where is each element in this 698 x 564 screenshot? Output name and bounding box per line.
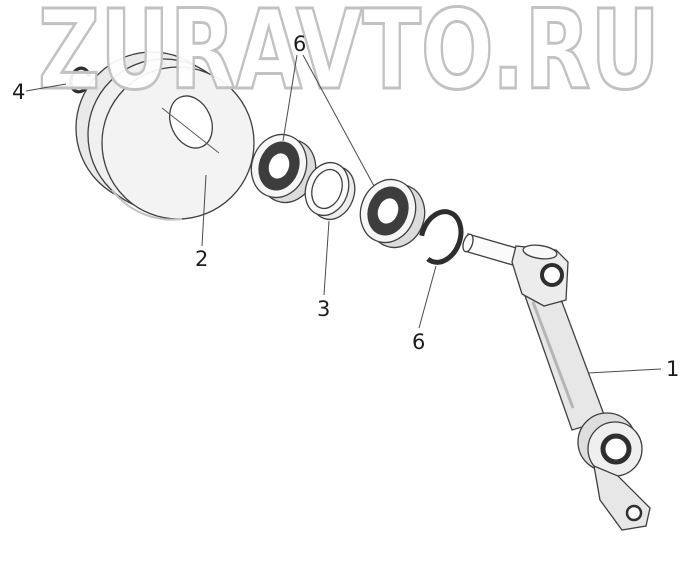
bearing-right-bore [376, 197, 400, 225]
leader-line-part3 [323, 220, 330, 296]
circlip-small [69, 66, 91, 94]
pulley-bore [169, 95, 213, 149]
part-label-6-bottom: 6 [412, 330, 425, 354]
leader-line-part6-to-right-bearing [302, 54, 375, 187]
part-label-3: 3 [317, 297, 330, 321]
pulley-bore-axis-line [161, 107, 220, 154]
bracket-top-face [522, 244, 558, 260]
part-label-6-top: 6 [293, 32, 306, 56]
circlip-ring [69, 66, 91, 94]
pulley [75, 51, 255, 221]
part-label-4: 4 [12, 80, 25, 104]
pulley-shading-arc [111, 189, 183, 221]
bracket-hole [540, 263, 564, 287]
snap-ring [418, 209, 464, 265]
arm-tab-hole [625, 504, 643, 522]
spacer-ring [304, 161, 356, 221]
bearing-right [359, 178, 426, 249]
snap-ring-body [418, 209, 464, 265]
arm-assembly [462, 233, 651, 531]
arm-boss-bore [600, 433, 632, 465]
leader-line-part2 [201, 174, 207, 247]
part-label-2: 2 [195, 247, 208, 271]
pin-end [462, 233, 474, 253]
leader-line-part4 [25, 83, 67, 92]
watermark-text: ZURAVTO.RU [38, 0, 660, 114]
part-label-1: 1 [666, 357, 679, 381]
arm-shading [531, 301, 575, 409]
bearing-left-bore [267, 152, 291, 180]
spacer-bore [311, 168, 343, 210]
leader-line-part1 [587, 368, 662, 374]
bearing-left [250, 133, 317, 204]
bracket-head [511, 245, 569, 307]
leader-line-part6-snap-ring [418, 265, 437, 329]
leader-line-part6-to-left-bearing [282, 54, 298, 142]
